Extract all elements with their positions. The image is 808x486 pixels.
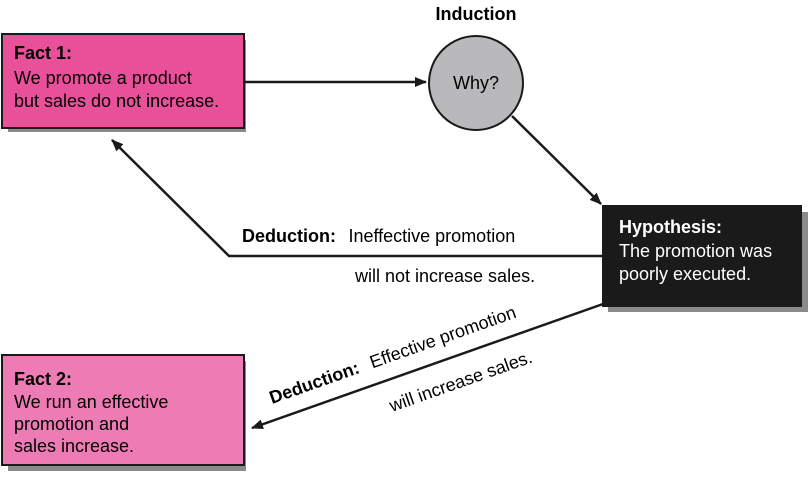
deduction2-label: Deduction: Effective promotion bbox=[267, 302, 519, 408]
hypothesis-line-2: poorly executed. bbox=[619, 264, 751, 284]
hypothesis-rect bbox=[602, 205, 802, 307]
why-label: Why? bbox=[453, 73, 499, 93]
arrow-hypothesis-to-fact2 bbox=[251, 302, 604, 430]
fact1-line-2: but sales do not increase. bbox=[14, 91, 219, 111]
fact2-line-1: We run an effective bbox=[14, 392, 168, 412]
deduction1-label: Deduction: Ineffective promotion bbox=[242, 226, 515, 246]
fact2-line-2: promotion and bbox=[14, 414, 129, 434]
fact1-line-1: We promote a product bbox=[14, 68, 192, 88]
fact2-rect bbox=[1, 354, 245, 466]
svg-text:Deduction: Effective pro: Deduction: Effective promotion bbox=[267, 302, 519, 408]
hypothesis-title: Hypothesis: bbox=[619, 217, 722, 237]
hypothesis-box: Hypothesis: The promotion was poorly exe… bbox=[602, 205, 808, 312]
deduction2-bold: Deduction: bbox=[267, 358, 362, 408]
induction-circle: Why? bbox=[428, 35, 524, 131]
fact2-box: Fact 2: We run an effective promotion an… bbox=[1, 354, 246, 471]
induction-circle-shape bbox=[428, 35, 524, 131]
induction-heading: Induction bbox=[436, 4, 517, 24]
arrow-induction-to-hypothesis bbox=[511, 115, 602, 205]
hypothesis-line-1: The promotion was bbox=[619, 241, 772, 261]
fact1-title: Fact 1: bbox=[14, 43, 72, 63]
deduction1-line-2: will not increase sales. bbox=[354, 266, 535, 286]
deduction1-line-1: Ineffective promotion bbox=[348, 226, 515, 246]
fact2-line-3: sales increase. bbox=[14, 436, 134, 456]
deduction1-bold: Deduction: bbox=[242, 226, 336, 246]
fact1-rect bbox=[1, 33, 245, 129]
arrow-hypothesis-to-fact1 bbox=[111, 139, 603, 258]
fact1-box: Fact 1: We promote a product but sales d… bbox=[1, 33, 246, 132]
fact2-title: Fact 2: bbox=[14, 369, 72, 389]
